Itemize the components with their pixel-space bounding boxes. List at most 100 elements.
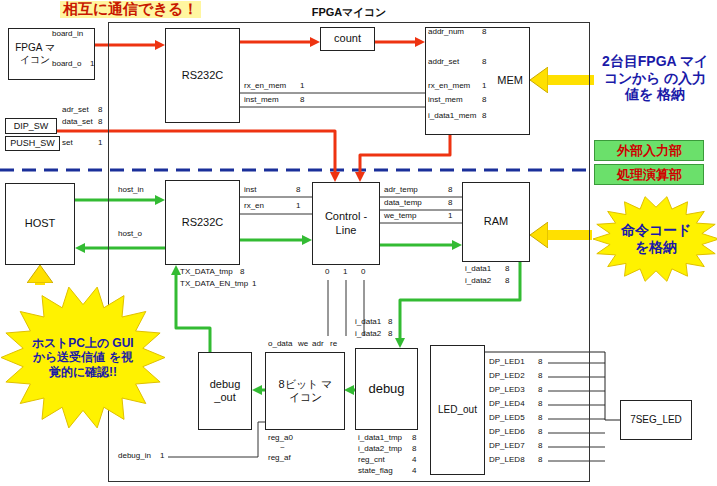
signal-label: DP_LED4 [489, 400, 525, 409]
signal-label: inst [244, 186, 256, 195]
signal-label: 8 [448, 186, 452, 195]
signal-label: 0 [361, 268, 365, 277]
signal-label: 4 [412, 456, 416, 465]
signal-arrow [57, 131, 335, 172]
node-text: HOST [25, 217, 56, 230]
signal-label: re [330, 340, 337, 349]
node-text: DIP_SW [14, 121, 49, 132]
signal-label: 1 [482, 82, 486, 91]
signal-label: 1 [296, 202, 300, 211]
signal-label: rx_en [244, 202, 264, 211]
signal-label: 8 [505, 277, 509, 286]
node-text: FPGA マイコン [13, 42, 57, 66]
signal-label: i_data2_tmp [358, 445, 402, 454]
node-text: Control -Line [318, 210, 374, 236]
node-text: 処理演算部 [617, 167, 682, 183]
signal-label: 1 [343, 268, 347, 277]
signal-label: 1 [98, 139, 102, 148]
signal-label: reg_cnt [358, 456, 385, 465]
block-box: count [320, 27, 375, 51]
signal-wire [240, 214, 312, 215]
node-text: debug _out [203, 378, 247, 404]
signal-label: DP_LED6 [489, 428, 525, 437]
node-text: LED_out [438, 404, 477, 416]
signal-label: TX_DATA_EN_tmp [180, 280, 248, 289]
block-box: RS232C [165, 28, 240, 123]
signal-label: 8 [448, 199, 452, 208]
signal-label: 8 [538, 386, 542, 395]
callout-burst: 命令コード を格納 [592, 195, 717, 283]
led-wire [548, 377, 605, 378]
node-text: 8ビット マイコン [275, 378, 335, 404]
signal-label: 8 [388, 318, 392, 327]
signal-label: 8 [412, 445, 416, 454]
block-box: DIP_SW [5, 118, 57, 134]
signal-label: DP_LED2 [489, 372, 525, 381]
callout-arrow [548, 75, 594, 85]
signal-label: i_data1_tmp [358, 434, 402, 443]
signal-label: 8 [538, 414, 542, 423]
led-wires [548, 363, 605, 461]
signal-label: addr_set [428, 58, 459, 67]
signal-label: 4 [412, 467, 416, 476]
bus-wire [364, 280, 365, 336]
signal-arrow [75, 199, 155, 202]
signal-label: 8 [538, 400, 542, 409]
signal-arrow [400, 262, 520, 338]
signal-label: 8 [505, 265, 509, 274]
signal-label: o_data [268, 340, 292, 349]
section-divider [0, 169, 590, 172]
burst-shape [1, 287, 165, 428]
section-tag: 外部入力部 [594, 140, 704, 161]
block-box: 7SEG_LED [620, 400, 692, 440]
block-box: debug _out [198, 352, 252, 430]
node-text: 命令コード を格納 [614, 222, 698, 256]
signal-label: inst_mem [244, 96, 279, 105]
signal-label: board_in [52, 30, 83, 39]
signal-label: reg_a0 [268, 434, 293, 443]
node-text: ホストPC上の GUIから送受信値 を視覚的に確認!! [31, 336, 135, 379]
block-box: LED_out [430, 345, 485, 475]
signal-label: 8 [482, 58, 486, 67]
signal-label: 8 [482, 28, 486, 37]
signal-arrow [240, 239, 302, 242]
signal-label: we [298, 340, 308, 349]
section-tag: 処理演算部 [594, 164, 704, 185]
signal-wire [380, 223, 462, 224]
led-wire [548, 461, 605, 462]
node-text: 外部入力部 [617, 143, 682, 159]
signal-label: 8 [538, 456, 542, 465]
signal-label: 8 [538, 372, 542, 381]
signal-arrow [485, 352, 620, 420]
node-text: debug [368, 381, 404, 397]
led-wire [548, 363, 605, 364]
callout-burst: ホストPC上の GUIから送受信値 を視覚的に確認!! [0, 285, 166, 430]
signal-arrow [360, 135, 450, 172]
signal-label: rx_en_mem [244, 82, 286, 91]
node-text: RS232C [182, 69, 224, 82]
signal-arrow [95, 44, 155, 47]
signal-label: DP_LED7 [489, 442, 525, 451]
led-wire [548, 433, 605, 434]
signal-label: we_temp [384, 212, 416, 221]
signal-label: debug_in [118, 452, 151, 461]
board-frame: FPGAマイコンRS232CcountMEMRS232CControl -Lin… [108, 22, 590, 482]
node-text: 7SEG_LED [630, 414, 682, 426]
signal-label: 8 [388, 330, 392, 339]
signal-arrow [85, 247, 165, 250]
signal-label: 0 [325, 268, 329, 277]
signal-label: 8 [482, 112, 486, 121]
signal-label: addr_num [428, 28, 464, 37]
signal-label: state_flag [358, 467, 393, 476]
block-box: Control -Line [312, 182, 380, 265]
signal-label: data_temp [384, 199, 422, 208]
block-box: HOST [5, 183, 75, 265]
node-text: MEM [497, 74, 523, 87]
signal-label: 1 [252, 280, 256, 289]
block-box: debug [355, 348, 418, 430]
signal-wire [380, 210, 462, 211]
signal-label: 1 [300, 82, 304, 91]
signal-label: host_in [118, 186, 144, 195]
block-box: RS232C [165, 180, 240, 265]
